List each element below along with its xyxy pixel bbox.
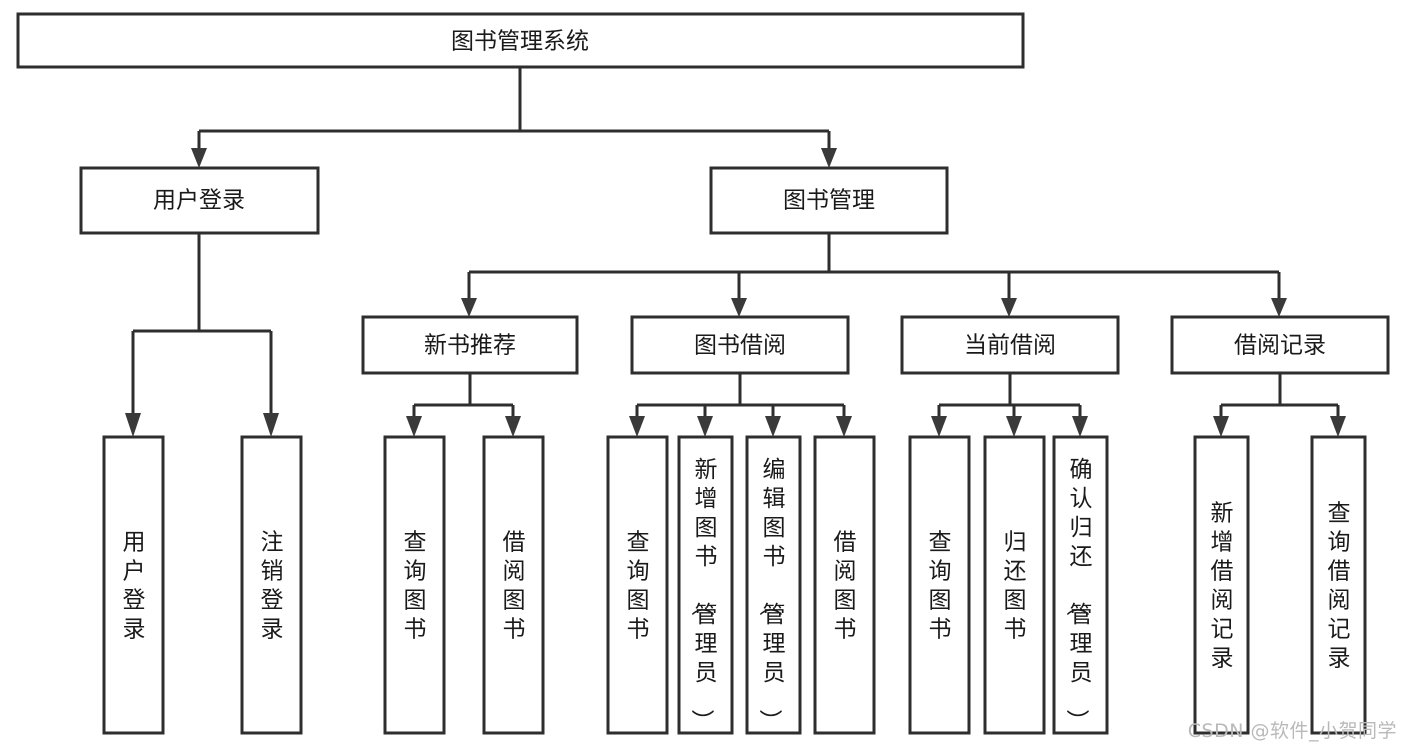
node-leaf-borrow-book-recommend[interactable]: 借阅图书 bbox=[482, 435, 545, 735]
node-leaf-borrow-book-box[interactable] bbox=[813, 435, 876, 735]
node-new-book-recommend-label: 新书推荐 bbox=[424, 333, 516, 359]
node-leaf-add-book[interactable]: 新增图书（管理员） bbox=[677, 435, 734, 735]
csdn-watermark: CSDN @软件_小贺同学 bbox=[1187, 720, 1397, 742]
arrow-record-to-add-record bbox=[1213, 416, 1229, 437]
node-leaf-return-book[interactable]: 归还图书 bbox=[983, 435, 1046, 735]
node-root-box[interactable] bbox=[16, 12, 1025, 69]
node-leaf-return-book-box[interactable] bbox=[983, 435, 1046, 735]
arrow-borrow-to-borrow-book bbox=[836, 416, 852, 437]
node-leaf-query-book-borrow-box[interactable] bbox=[606, 435, 669, 735]
node-leaf-user-logout-box[interactable] bbox=[240, 435, 303, 735]
node-current-borrow[interactable]: 当前借阅 bbox=[900, 315, 1120, 375]
node-root[interactable]: 图书管理系统 bbox=[16, 12, 1025, 69]
node-leaf-query-book-recommend[interactable]: 查询图书 bbox=[383, 435, 446, 735]
node-borrow-record[interactable]: 借阅记录 bbox=[1170, 315, 1390, 375]
node-leaf-query-book-recommend-box[interactable] bbox=[383, 435, 446, 735]
node-leaf-add-borrow-record-box[interactable] bbox=[1193, 435, 1250, 735]
arrow-bookmgmt-to-current bbox=[1001, 298, 1017, 317]
node-leaf-user-logout-label: 注销登录 bbox=[261, 530, 284, 643]
arrow-record-to-query-record bbox=[1330, 416, 1346, 437]
node-leaf-query-borrow-record-label: 查询借阅记录 bbox=[1328, 501, 1351, 672]
node-leaf-query-book-borrow[interactable]: 查询图书 bbox=[606, 435, 669, 735]
node-leaf-query-book-recommend-label: 查询图书 bbox=[404, 530, 427, 643]
arrow-borrow-to-edit-book bbox=[765, 416, 781, 437]
node-leaf-query-book-current-label: 查询图书 bbox=[929, 530, 952, 643]
arrow-newbook-to-query-book bbox=[406, 416, 422, 437]
node-leaf-return-book-label: 归还图书 bbox=[1004, 530, 1027, 643]
arrow-login-to-user-login bbox=[125, 413, 141, 437]
node-leaf-query-book-current-box[interactable] bbox=[908, 435, 971, 735]
node-book-management[interactable]: 图书管理 bbox=[709, 166, 949, 235]
arrow-current-to-return-book bbox=[1006, 416, 1022, 437]
node-leaf-user-logout[interactable]: 注销登录 bbox=[240, 435, 303, 735]
node-new-book-recommend[interactable]: 新书推荐 bbox=[361, 315, 579, 375]
arrow-bookmgmt-to-newbook bbox=[461, 298, 477, 317]
arrow-borrow-to-query-book bbox=[629, 416, 645, 437]
node-leaf-user-login-box[interactable] bbox=[102, 435, 165, 735]
node-leaf-query-book-borrow-label: 查询图书 bbox=[627, 530, 650, 643]
node-leaf-edit-book[interactable]: 编辑图书（管理员） bbox=[745, 435, 802, 735]
node-book-borrow-label: 图书借阅 bbox=[694, 333, 786, 359]
node-leaf-add-book-label: 新增图书（管理员） bbox=[689, 457, 718, 732]
node-leaf-add-book-box[interactable] bbox=[677, 435, 734, 735]
node-leaf-edit-book-box[interactable] bbox=[745, 435, 802, 735]
arrow-borrow-to-add-book bbox=[697, 416, 713, 437]
leaf-node-layer: 用户登录 注销登录 查询图书 借阅图书 查询图书 新增图书（管理员） bbox=[102, 435, 1367, 735]
arrow-login-to-user-logout bbox=[263, 413, 279, 437]
arrow-root-to-login bbox=[191, 148, 207, 168]
arrow-root-to-bookmgmt bbox=[821, 148, 837, 168]
node-book-borrow-box[interactable] bbox=[630, 315, 850, 375]
arrow-bookmgmt-to-record bbox=[1271, 298, 1287, 317]
node-root-label: 图书管理系统 bbox=[451, 29, 589, 55]
node-new-book-recommend-box[interactable] bbox=[361, 315, 579, 375]
node-leaf-borrow-book-recommend-label: 借阅图书 bbox=[503, 530, 526, 643]
node-leaf-user-login[interactable]: 用户登录 bbox=[102, 435, 165, 735]
node-leaf-edit-book-label: 编辑图书（管理员） bbox=[757, 457, 786, 732]
node-leaf-borrow-book[interactable]: 借阅图书 bbox=[813, 435, 876, 735]
node-book-borrow[interactable]: 图书借阅 bbox=[630, 315, 850, 375]
node-borrow-record-label: 借阅记录 bbox=[1234, 333, 1326, 359]
node-leaf-borrow-book-recommend-box[interactable] bbox=[482, 435, 545, 735]
node-user-login[interactable]: 用户登录 bbox=[79, 166, 320, 235]
node-leaf-query-borrow-record-box[interactable] bbox=[1310, 435, 1367, 735]
node-user-login-box[interactable] bbox=[79, 166, 320, 235]
node-leaf-user-login-label: 用户登录 bbox=[123, 530, 146, 643]
node-current-borrow-box[interactable] bbox=[900, 315, 1120, 375]
node-leaf-add-borrow-record[interactable]: 新增借阅记录 bbox=[1193, 435, 1250, 735]
arrow-newbook-to-borrow-book bbox=[505, 416, 521, 437]
node-current-borrow-label: 当前借阅 bbox=[964, 333, 1056, 359]
node-user-login-label: 用户登录 bbox=[153, 188, 245, 214]
node-leaf-confirm-return-label: 确认归还（管理员） bbox=[1064, 457, 1093, 732]
node-leaf-query-borrow-record[interactable]: 查询借阅记录 bbox=[1310, 435, 1367, 735]
arrow-current-to-confirm-return bbox=[1072, 416, 1088, 437]
connector-layer bbox=[125, 67, 1346, 437]
node-leaf-add-borrow-record-label: 新增借阅记录 bbox=[1211, 501, 1234, 672]
node-leaf-query-book-current[interactable]: 查询图书 bbox=[908, 435, 971, 735]
node-leaf-borrow-book-label: 借阅图书 bbox=[834, 530, 857, 643]
node-borrow-record-box[interactable] bbox=[1170, 315, 1390, 375]
node-leaf-confirm-return[interactable]: 确认归还（管理员） bbox=[1052, 435, 1109, 735]
node-book-management-box[interactable] bbox=[709, 166, 949, 235]
node-leaf-confirm-return-box[interactable] bbox=[1052, 435, 1109, 735]
arrow-bookmgmt-to-borrow bbox=[731, 298, 747, 317]
node-book-management-label: 图书管理 bbox=[783, 188, 875, 214]
arrow-current-to-query-book bbox=[931, 416, 947, 437]
